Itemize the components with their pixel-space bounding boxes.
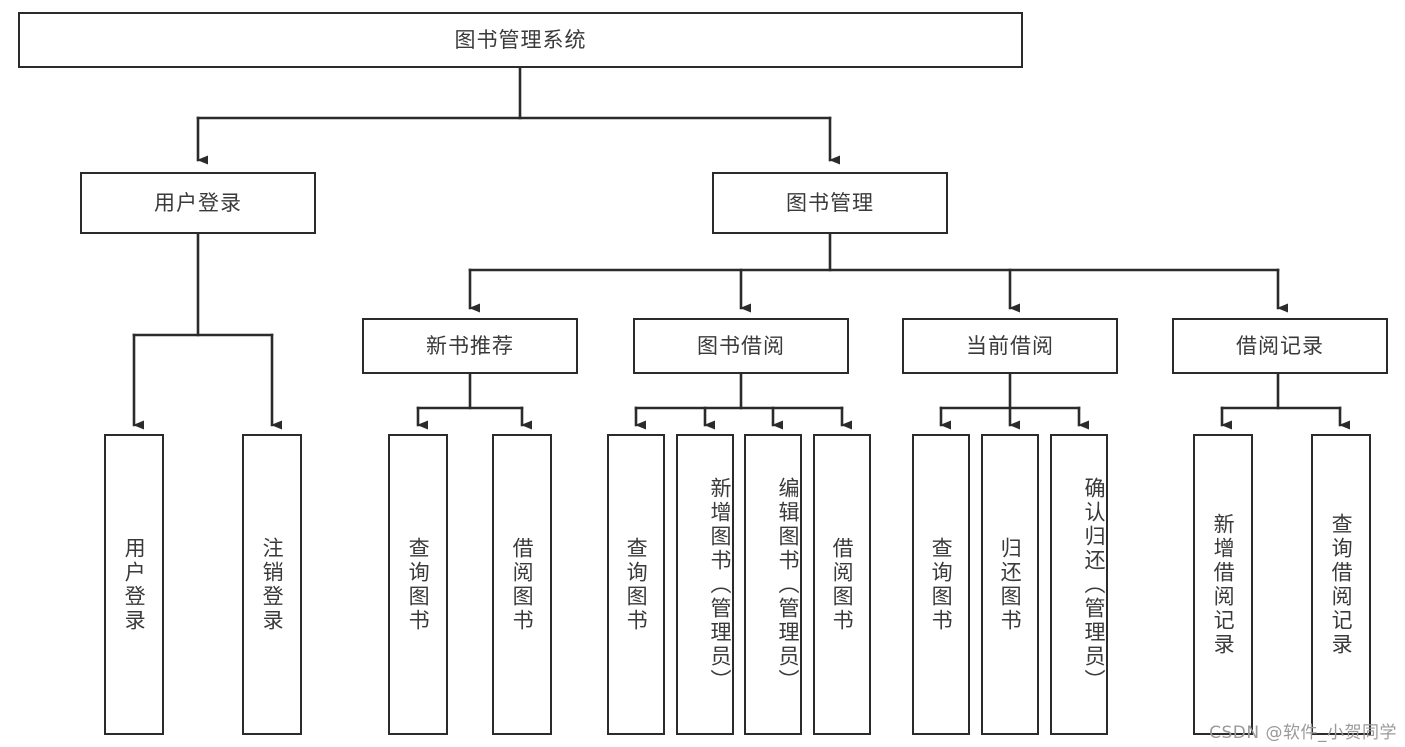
node-leaf-book-borrow-edit[interactable]: 编辑图书（管理员） [744,434,802,735]
node-leaf-user-login-login[interactable]: 用户登录 [104,434,164,735]
csdn-watermark: CSDN @软件_小贺同学 [1209,723,1397,743]
node-leaf-book-borrow-borrow[interactable]: 借阅图书 [813,434,871,735]
node-leaf-book-borrow-query[interactable]: 查询图书 [607,434,665,735]
node-leaf-new-book-query[interactable]: 查询图书 [388,434,448,735]
node-leaf-book-borrow-add[interactable]: 新增图书（管理员） [676,434,734,735]
node-leaf-current-borrow-query[interactable]: 查询图书 [912,434,970,735]
node-book-management-label: 图书管理 [786,190,874,215]
node-leaf-borrow-record-query-label: 查询借阅记录 [1329,512,1354,657]
node-leaf-user-login-login-label: 用户登录 [122,536,147,633]
node-leaf-current-borrow-confirm[interactable]: 确认归还（管理员） [1050,434,1108,735]
node-leaf-borrow-record-add-label: 新增借阅记录 [1211,512,1236,657]
node-leaf-current-borrow-confirm-label: 确认归还（管理员） [1082,476,1106,693]
node-root-system[interactable]: 图书管理系统 [18,12,1023,68]
node-root-system-label: 图书管理系统 [454,27,587,52]
node-current-borrow[interactable]: 当前借阅 [902,318,1118,374]
node-leaf-current-borrow-return-label: 归还图书 [998,536,1023,633]
node-borrow-record[interactable]: 借阅记录 [1172,318,1388,374]
node-user-login[interactable]: 用户登录 [80,172,316,234]
node-leaf-new-book-borrow-label: 借阅图书 [510,536,535,633]
node-leaf-user-login-logout-label: 注销登录 [260,536,285,633]
node-leaf-book-borrow-query-label: 查询图书 [624,536,649,633]
node-book-borrow-label: 图书借阅 [697,333,785,358]
node-leaf-new-book-query-label: 查询图书 [406,536,431,633]
node-new-book-recommend[interactable]: 新书推荐 [362,318,578,374]
node-leaf-borrow-record-add[interactable]: 新增借阅记录 [1193,434,1253,735]
node-leaf-book-borrow-borrow-label: 借阅图书 [830,536,855,633]
node-borrow-record-label: 借阅记录 [1236,333,1324,358]
node-leaf-borrow-record-query[interactable]: 查询借阅记录 [1311,434,1371,735]
node-leaf-current-borrow-return[interactable]: 归还图书 [981,434,1039,735]
node-current-borrow-label: 当前借阅 [966,333,1054,358]
node-book-borrow[interactable]: 图书借阅 [633,318,849,374]
node-leaf-book-borrow-edit-label: 编辑图书（管理员） [776,476,800,693]
node-leaf-user-login-logout[interactable]: 注销登录 [242,434,302,735]
node-new-book-recommend-label: 新书推荐 [426,333,514,358]
node-leaf-book-borrow-add-label: 新增图书（管理员） [708,476,732,693]
node-user-login-label: 用户登录 [154,190,242,215]
node-leaf-current-borrow-query-label: 查询图书 [929,536,954,633]
node-book-management[interactable]: 图书管理 [712,172,948,234]
node-leaf-new-book-borrow[interactable]: 借阅图书 [492,434,552,735]
